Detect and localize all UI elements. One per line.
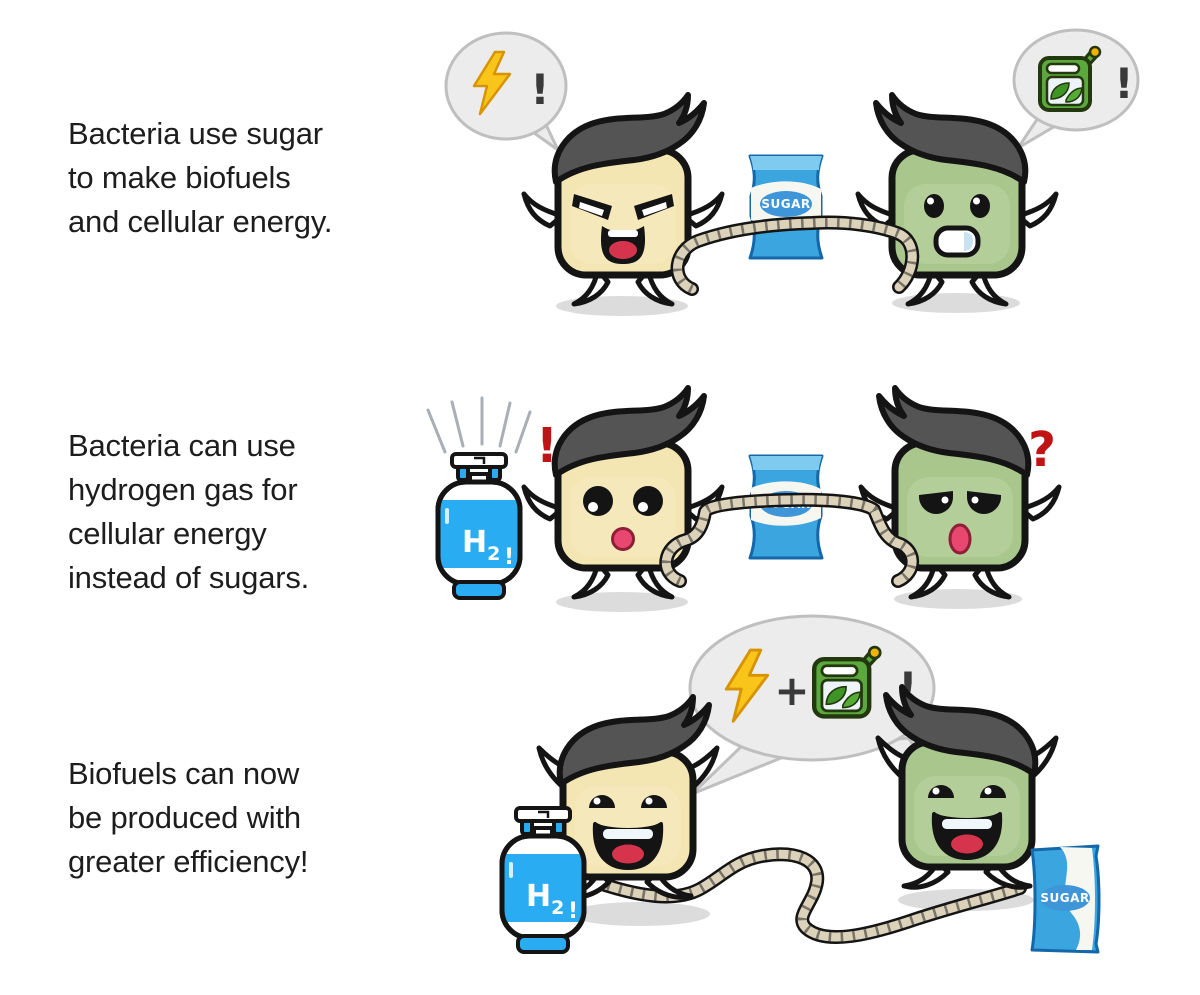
caption-line: instead of sugars. bbox=[68, 560, 310, 595]
caption-line: and cellular energy. bbox=[68, 204, 333, 239]
panel-3-celebration: + ! bbox=[502, 614, 1101, 954]
shadow bbox=[570, 902, 710, 926]
green-bacterium-skeptical bbox=[861, 388, 1059, 597]
h2-gas-cylinder bbox=[438, 454, 520, 598]
caption-line: cellular energy bbox=[68, 516, 267, 551]
panel-2-hydrogen-option: ! ? bbox=[426, 388, 1059, 612]
caption-line: Biofuels can now bbox=[68, 756, 300, 791]
exclaim-mark: ! bbox=[1114, 59, 1133, 108]
speech-bubble-energy: ! bbox=[444, 31, 568, 155]
caption-line: hydrogen gas for bbox=[68, 472, 298, 507]
panel-1-tug-of-war: ! ! bbox=[444, 28, 1140, 316]
caption-line: Bacteria use sugar bbox=[68, 116, 323, 151]
caption-panel-3: Biofuels can now be produced with greate… bbox=[68, 752, 428, 884]
caption-line: Bacteria can use bbox=[68, 428, 296, 463]
caption-panel-2: Bacteria can use hydrogen gas for cellul… bbox=[68, 424, 428, 600]
tug-rope bbox=[659, 492, 919, 588]
slack-rope bbox=[589, 847, 1027, 945]
caption-line: to make biofuels bbox=[68, 160, 291, 195]
exclaim-mark: ! bbox=[530, 65, 549, 114]
caption-line: greater efficiency! bbox=[68, 844, 309, 879]
caption-panel-1: Bacteria use sugar to make biofuels and … bbox=[68, 112, 428, 244]
shine-rays bbox=[426, 396, 532, 454]
caption-line: be produced with bbox=[68, 800, 301, 835]
tug-rope bbox=[670, 215, 920, 296]
sugar-packet bbox=[748, 154, 824, 260]
green-bacterium-happy bbox=[878, 687, 1056, 887]
shadow bbox=[556, 592, 688, 612]
speech-bubble-biofuel: ! bbox=[1012, 28, 1140, 150]
yellow-bacterium-angry bbox=[524, 95, 722, 304]
question-mark: ? bbox=[1028, 422, 1056, 478]
green-bacterium-nervous bbox=[858, 95, 1056, 304]
plus-sign: + bbox=[774, 666, 809, 715]
sugar-packet bbox=[1030, 844, 1101, 954]
